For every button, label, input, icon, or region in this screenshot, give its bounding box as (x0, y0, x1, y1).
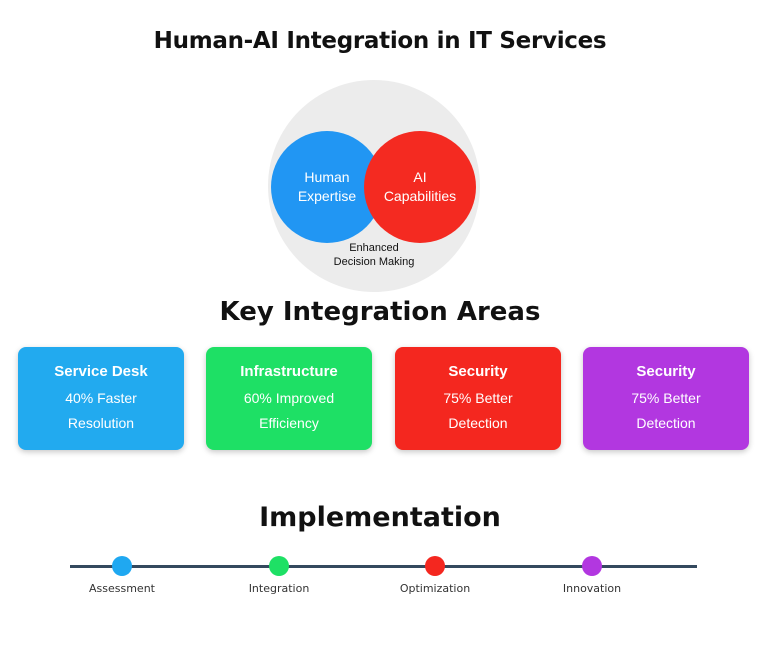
card-title: Security (448, 363, 508, 380)
card-service-desk: Service Desk 40% Faster Resolution (18, 347, 184, 450)
timeline-line (70, 565, 697, 568)
card-metric: 60% Improved (243, 390, 335, 406)
venn-intersection-line-2: Decision Making (333, 256, 415, 268)
timeline-dot-assessment (112, 556, 132, 576)
card-metric: 40% Faster (65, 390, 137, 406)
venn-intersection-label: Enhanced Decision Making (318, 241, 430, 269)
page-title: Human-AI Integration in IT Services (153, 28, 607, 54)
card-metric-detail: Detection (448, 415, 508, 431)
timeline-label-innovation: Innovation (562, 582, 622, 595)
venn-right-line-1: AI (413, 169, 427, 185)
card-metric: 75% Better (631, 390, 701, 406)
card-security-2: Security 75% Better Detection (583, 347, 749, 450)
implementation-heading: Implementation (259, 502, 501, 533)
venn-right-line-2: Capabilities (383, 188, 457, 204)
card-infrastructure: Infrastructure 60% Improved Efficiency (206, 347, 372, 450)
card-metric-detail: Efficiency (259, 415, 319, 431)
timeline-dot-innovation (582, 556, 602, 576)
timeline-label-optimization: Optimization (399, 582, 471, 595)
key-areas-heading: Key Integration Areas (219, 297, 541, 327)
venn-left-line-2: Expertise (297, 188, 357, 204)
venn-circle-ai-capabilities: AI Capabilities (364, 131, 476, 243)
card-metric: 75% Better (443, 390, 513, 406)
venn-left-line-1: Human (304, 169, 350, 185)
card-metric-detail: Resolution (67, 415, 135, 431)
venn-intersection-line-1: Enhanced (349, 242, 399, 254)
card-metric-detail: Detection (636, 415, 696, 431)
timeline-label-integration: Integration (248, 582, 310, 595)
timeline-label-assessment: Assessment (89, 582, 155, 595)
timeline-dot-integration (269, 556, 289, 576)
card-title: Infrastructure (240, 363, 338, 380)
card-title: Security (636, 363, 696, 380)
card-security: Security 75% Better Detection (395, 347, 561, 450)
card-title: Service Desk (54, 363, 148, 380)
timeline-dot-optimization (425, 556, 445, 576)
